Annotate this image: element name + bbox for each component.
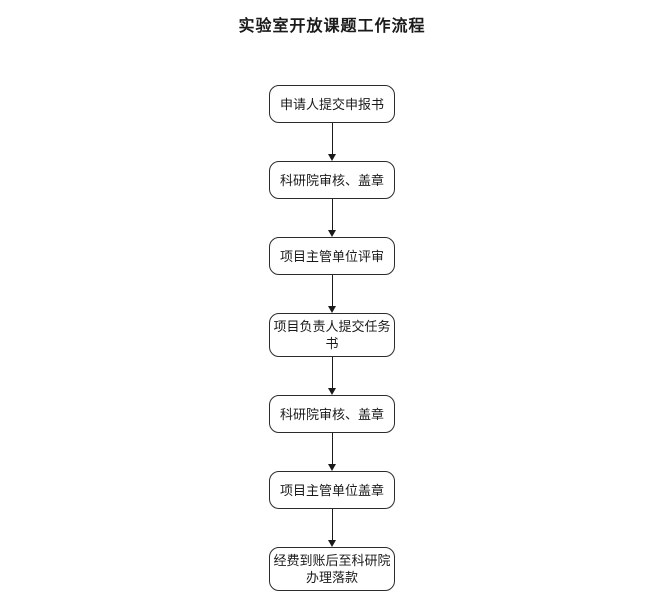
arrow-line [331, 199, 333, 230]
flow-arrow [327, 509, 337, 547]
flow-node-submit-application: 申请人提交申报书 [269, 85, 395, 123]
flow-node-label: 项目负责人提交任务 书 [273, 319, 391, 351]
flow-node-label: 项目主管单位评审 [279, 248, 384, 264]
flow-node-label: 科研院审核、盖章 [279, 406, 384, 422]
flow-node-supervisor-unit-review: 项目主管单位评审 [269, 237, 395, 275]
flow-node-funds-arrival-settlement: 经费到账后至科研院 办理落款 [269, 547, 395, 591]
arrow-down-icon [328, 230, 336, 237]
arrow-down-icon [328, 464, 336, 471]
arrow-line [331, 357, 333, 388]
flow-node-institute-review-stamp-2: 科研院审核、盖章 [269, 395, 395, 433]
flow-node-label: 科研院审核、盖章 [279, 172, 384, 188]
arrow-down-icon [328, 540, 336, 547]
arrow-line [331, 275, 333, 306]
arrow-line [331, 123, 333, 154]
flow-arrow [327, 433, 337, 471]
flowchart: 申请人提交申报书 科研院审核、盖章 项目主管单位评审 项目负责人提交任务 书 [269, 85, 395, 591]
arrow-down-icon [328, 154, 336, 161]
flow-node-label: 经费到账后至科研院 办理落款 [273, 553, 391, 585]
arrow-down-icon [328, 306, 336, 313]
flow-arrow [327, 199, 337, 237]
flow-arrow [327, 357, 337, 395]
page-title: 实验室开放课题工作流程 [238, 18, 426, 35]
flow-arrow [327, 123, 337, 161]
flow-node-label: 申请人提交申报书 [279, 96, 384, 112]
arrow-line [331, 509, 333, 540]
flow-node-leader-submit-task-book: 项目负责人提交任务 书 [269, 313, 395, 357]
flow-arrow [327, 275, 337, 313]
arrow-line [331, 433, 333, 464]
flow-node-label: 项目主管单位盖章 [279, 482, 384, 498]
flow-node-institute-review-stamp-1: 科研院审核、盖章 [269, 161, 395, 199]
arrow-down-icon [328, 388, 336, 395]
flow-node-supervisor-unit-stamp: 项目主管单位盖章 [269, 471, 395, 509]
